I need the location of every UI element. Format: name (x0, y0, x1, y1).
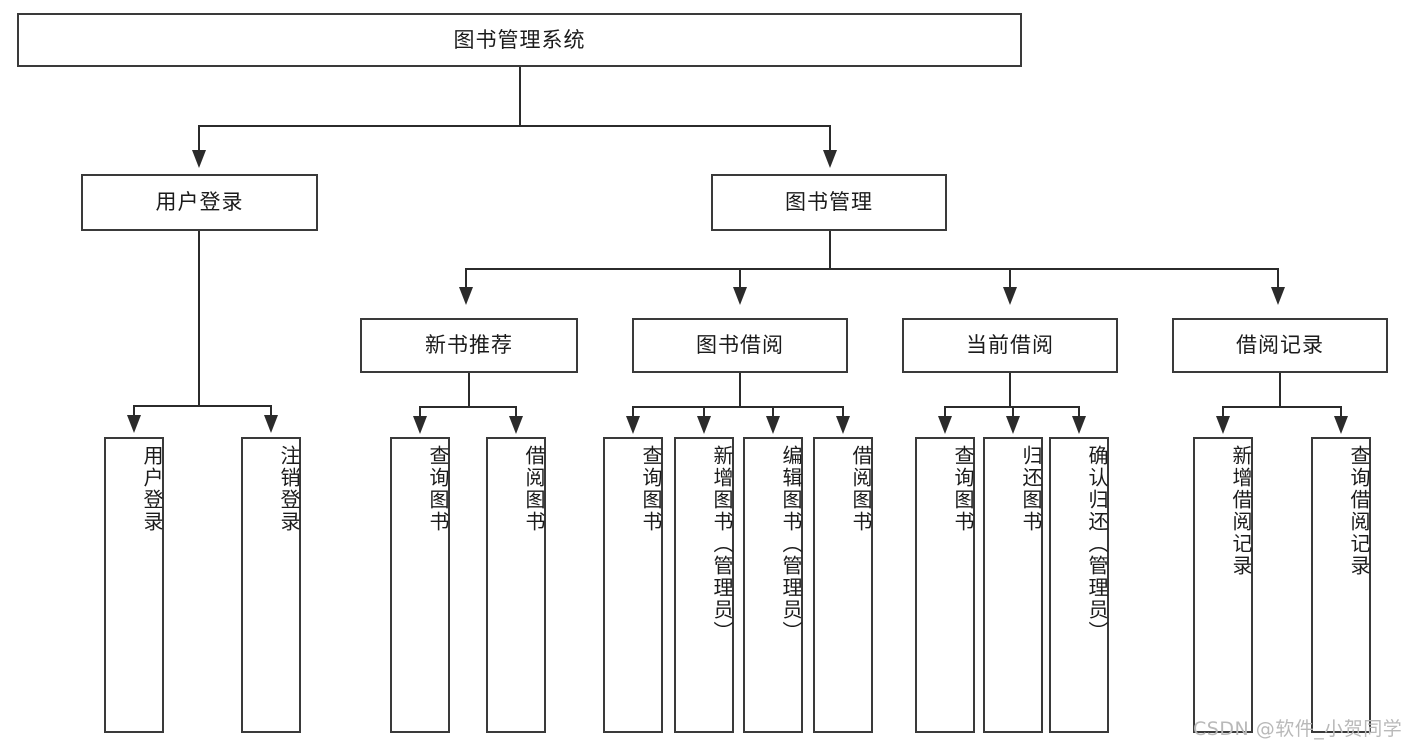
arrowhead-book-borrow (733, 287, 747, 305)
node-label: 当前借阅 (966, 333, 1054, 358)
connector-drop-query-book-3 (944, 406, 946, 419)
node-label: 查询图书 (951, 445, 975, 533)
arrowhead-leaf-logout (264, 415, 278, 433)
connector-drop-add-book (703, 406, 705, 419)
connector-drop-borrow-book-1 (515, 406, 517, 419)
node-new-book-recommend[interactable]: 新书推荐 (360, 318, 578, 373)
arrowhead-return-book (1006, 416, 1020, 434)
connector-level2-bus (198, 125, 831, 127)
leaf-borrow-book[interactable]: 借阅图书 (813, 437, 873, 733)
connector-level3-bus (465, 268, 1278, 270)
node-label: 查询图书 (639, 445, 663, 533)
connector-drop-book-borrow (739, 268, 741, 290)
connector-drop-edit-book (772, 406, 774, 419)
node-label: 用户登录 (140, 445, 164, 533)
connector-book-manage-stem (829, 231, 831, 270)
node-label: 借阅图书 (522, 445, 546, 533)
connector-user-login-stem (198, 231, 200, 406)
connector-drop-confirm-return (1078, 406, 1080, 419)
connector-borrow-record-bus (1222, 406, 1342, 408)
connector-drop-book-manage (829, 125, 831, 155)
node-label: 图书管理系统 (453, 27, 586, 52)
arrowhead-user-login (192, 150, 206, 168)
node-label: 新增借阅记录 (1229, 445, 1253, 577)
connector-drop-add-record (1222, 406, 1224, 419)
arrowhead-current-borrow (1003, 287, 1017, 305)
leaf-query-book-new-recommend[interactable]: 查询图书 (390, 437, 450, 733)
arrowhead-borrow-book-1 (509, 416, 523, 434)
arrowhead-query-book-3 (938, 416, 952, 434)
arrowhead-new-book-recommend (459, 287, 473, 305)
node-root-system[interactable]: 图书管理系统 (17, 13, 1022, 67)
arrowhead-query-record (1334, 416, 1348, 434)
node-book-borrow[interactable]: 图书借阅 (632, 318, 848, 373)
arrowhead-query-book-2 (626, 416, 640, 434)
arrowhead-add-book (697, 416, 711, 434)
connector-drop-query-record (1340, 406, 1342, 419)
connector-drop-current-borrow (1009, 268, 1011, 290)
node-label: 用户登录 (155, 190, 244, 215)
connector-drop-borrow-book-2 (842, 406, 844, 419)
node-label: 查询借阅记录 (1347, 445, 1371, 577)
node-label: 新书推荐 (425, 333, 513, 358)
connector-drop-borrow-record (1277, 268, 1279, 290)
node-label: 查询图书 (426, 445, 450, 533)
node-label: 注销登录 (277, 445, 301, 533)
node-label: 编辑图书（管理员） (779, 445, 803, 643)
node-borrow-record[interactable]: 借阅记录 (1172, 318, 1388, 373)
node-label: 归还图书 (1019, 445, 1043, 533)
arrowhead-confirm-return (1072, 416, 1086, 434)
connector-book-borrow-bus (632, 406, 844, 408)
node-label: 新增图书（管理员） (710, 445, 734, 643)
connector-drop-leaf-user-login (133, 405, 135, 419)
leaf-user-login[interactable]: 用户登录 (104, 437, 164, 733)
connector-drop-query-book-1 (419, 406, 421, 419)
connector-new-book-stem (468, 373, 470, 408)
arrowhead-borrow-record (1271, 287, 1285, 305)
arrowhead-query-book-1 (413, 416, 427, 434)
node-label: 图书借阅 (696, 333, 784, 358)
arrowhead-add-record (1216, 416, 1230, 434)
connector-drop-query-book-2 (632, 406, 634, 419)
node-user-login[interactable]: 用户登录 (81, 174, 318, 231)
leaf-query-borrow-record[interactable]: 查询借阅记录 (1311, 437, 1371, 733)
leaf-add-book[interactable]: 新增图书（管理员） (674, 437, 734, 733)
leaf-query-book-current[interactable]: 查询图书 (915, 437, 975, 733)
arrowhead-borrow-book-2 (836, 416, 850, 434)
connector-user-login-bus (133, 405, 272, 407)
connector-current-borrow-stem (1009, 373, 1011, 408)
connector-drop-user-login (198, 125, 200, 155)
connector-borrow-record-stem (1279, 373, 1281, 408)
leaf-return-book[interactable]: 归还图书 (983, 437, 1043, 733)
leaf-confirm-return[interactable]: 确认归还（管理员） (1049, 437, 1109, 733)
node-label: 借阅图书 (849, 445, 873, 533)
leaf-query-book-borrow[interactable]: 查询图书 (603, 437, 663, 733)
connector-root-stem (519, 67, 521, 125)
node-label: 借阅记录 (1236, 333, 1324, 358)
node-current-borrow[interactable]: 当前借阅 (902, 318, 1118, 373)
leaf-logout-login[interactable]: 注销登录 (241, 437, 301, 733)
node-label: 确认归还（管理员） (1085, 445, 1109, 643)
connector-drop-return-book (1012, 406, 1014, 419)
leaf-edit-book[interactable]: 编辑图书（管理员） (743, 437, 803, 733)
connector-new-book-bus (419, 406, 517, 408)
arrowhead-edit-book (766, 416, 780, 434)
connector-drop-new-book-recommend (465, 268, 467, 290)
leaf-borrow-book-new-recommend[interactable]: 借阅图书 (486, 437, 546, 733)
node-book-manage[interactable]: 图书管理 (711, 174, 947, 231)
connector-book-borrow-stem (739, 373, 741, 408)
leaf-add-borrow-record[interactable]: 新增借阅记录 (1193, 437, 1253, 733)
connector-drop-leaf-logout (270, 405, 272, 419)
node-label: 图书管理 (785, 190, 873, 215)
arrowhead-book-manage (823, 150, 837, 168)
arrowhead-leaf-user-login (127, 415, 141, 433)
